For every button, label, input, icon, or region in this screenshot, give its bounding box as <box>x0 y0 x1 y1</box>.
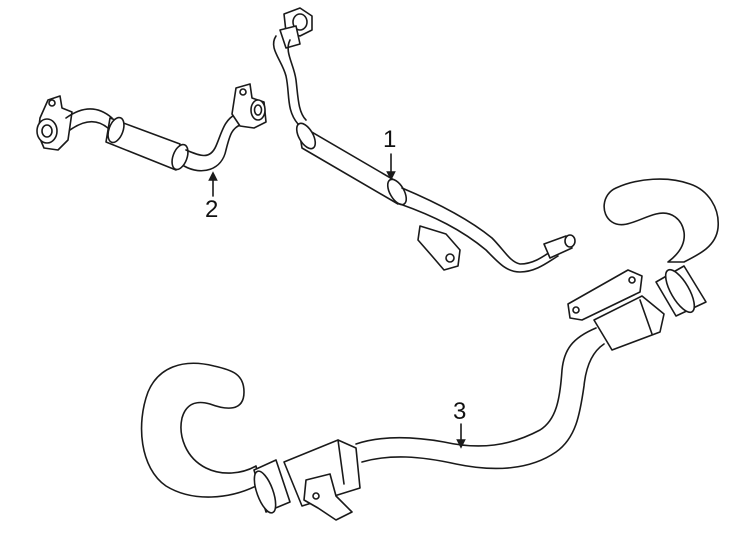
part-2-cooler-line <box>36 83 267 172</box>
callout-1: 1 <box>383 126 397 153</box>
callout-3: 3 <box>453 398 467 425</box>
part-1-cooler-tube <box>272 7 576 273</box>
part-3-hose-assembly <box>140 178 719 521</box>
callout-2: 2 <box>205 196 219 223</box>
